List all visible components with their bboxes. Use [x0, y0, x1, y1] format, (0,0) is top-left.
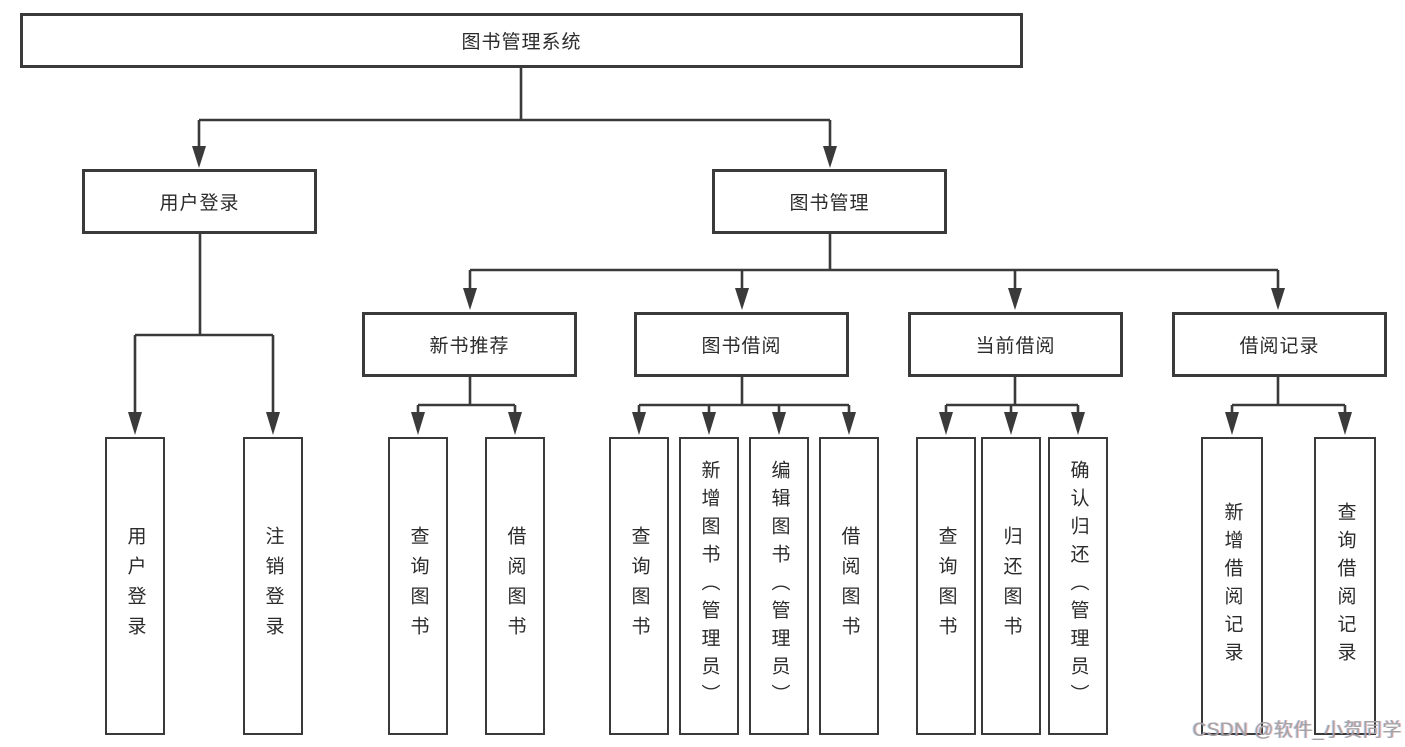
arrowhead-current-borrow: [1008, 288, 1022, 310]
arrowhead-leaf-login: [128, 412, 142, 435]
leaf-label: 确认归还（管理员）: [1067, 460, 1089, 712]
leaf-borrow-books: 借阅图书: [485, 437, 545, 735]
node-label: 新书推荐: [429, 336, 510, 357]
node-book-borrow: 图书借阅: [634, 312, 849, 377]
node-new-book-recommend: 新书推荐: [362, 312, 577, 377]
arrowhead-book-borrow: [735, 288, 749, 310]
csdn-watermark: CSDN @软件_小贺同学: [1192, 720, 1402, 741]
node-library-management-system: 图书管理系统: [20, 13, 1023, 68]
arrowhead-user-login: [192, 146, 206, 168]
leaf-label: 新增借阅记录: [1221, 502, 1243, 670]
leaf-label: 用户登录: [124, 526, 146, 646]
leaf-label: 查询图书: [935, 526, 957, 646]
leaf-confirm-return-admin: 确认归还（管理员）: [1048, 437, 1108, 735]
node-label: 图书借阅: [701, 336, 782, 357]
leaf-label: 编辑图书（管理员）: [768, 460, 790, 712]
leaf-label: 归还图书: [1000, 526, 1022, 646]
node-label: 用户登录: [159, 193, 240, 214]
leaf-add-books-admin: 新增图书（管理员）: [679, 437, 739, 735]
arrowhead-bb-leaf3: [772, 412, 786, 435]
arrowhead-nb-leaf2: [508, 412, 522, 435]
leaf-label: 查询图书: [628, 526, 650, 646]
arrowhead-cb-leaf1: [939, 412, 953, 435]
arrowhead-cb-leaf2: [1004, 412, 1018, 435]
arrowhead-br-leaf1: [1225, 412, 1239, 435]
leaf-label: 查询图书: [407, 526, 429, 646]
node-user-login: 用户登录: [82, 169, 317, 234]
leaf-return-books: 归还图书: [981, 437, 1041, 735]
node-current-borrow: 当前借阅: [908, 312, 1123, 377]
arrowhead-leaf-logout: [266, 412, 280, 435]
node-borrow-record: 借阅记录: [1172, 312, 1387, 377]
node-label: 图书管理系统: [461, 32, 582, 53]
arrowhead-borrow-record: [1271, 288, 1285, 310]
arrowhead-bb-leaf2: [702, 412, 716, 435]
leaf-label: 借阅图书: [504, 526, 526, 646]
leaf-query-books: 查询图书: [916, 437, 976, 735]
arrowhead-book-management: [823, 146, 837, 168]
leaf-query-borrow-record: 查询借阅记录: [1314, 437, 1376, 735]
arrowhead-nb-leaf1: [411, 412, 425, 435]
leaf-user-login: 用户登录: [105, 437, 165, 735]
leaf-edit-books-admin: 编辑图书（管理员）: [749, 437, 809, 735]
node-book-management: 图书管理: [712, 169, 947, 234]
leaf-query-books: 查询图书: [609, 437, 669, 735]
leaf-query-books: 查询图书: [388, 437, 448, 735]
arrowheads: [128, 146, 1352, 435]
leaf-label: 查询借阅记录: [1334, 502, 1356, 670]
arrowhead-cb-leaf3: [1071, 412, 1085, 435]
arrowhead-bb-leaf1: [632, 412, 646, 435]
leaf-label: 借阅图书: [838, 526, 860, 646]
leaf-logout: 注销登录: [243, 437, 303, 735]
leaf-label: 注销登录: [262, 526, 284, 646]
arrowhead-new-book: [463, 288, 477, 310]
node-label: 当前借阅: [975, 336, 1056, 357]
node-label: 图书管理: [789, 193, 870, 214]
leaf-label: 新增图书（管理员）: [698, 460, 720, 712]
arrowhead-bb-leaf4: [842, 412, 856, 435]
leaf-add-borrow-record: 新增借阅记录: [1201, 437, 1263, 735]
arrowhead-br-leaf2: [1338, 412, 1352, 435]
node-label: 借阅记录: [1239, 336, 1320, 357]
leaf-borrow-books: 借阅图书: [819, 437, 879, 735]
